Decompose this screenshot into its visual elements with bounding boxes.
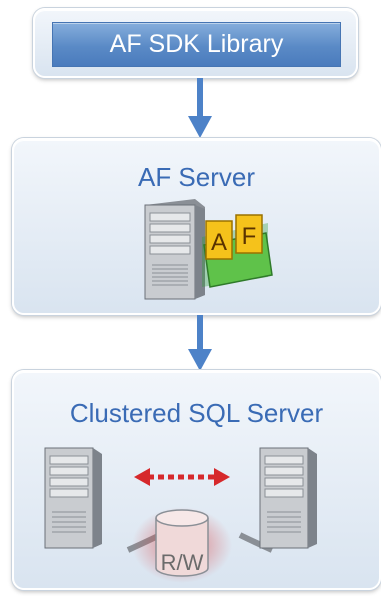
right-server-icon <box>259 447 317 549</box>
storage-label: R/W <box>161 550 204 575</box>
af-badge-letter-a: A <box>211 229 227 256</box>
replication-arrow-icon <box>134 468 230 486</box>
flow-arrow-server-to-cluster <box>188 315 212 371</box>
af-server-title: AF Server <box>137 162 256 192</box>
clustered-sql-server-title: Clustered SQL Server <box>69 398 324 428</box>
af-server-graphic: A F <box>144 199 273 300</box>
af-sdk-library-box: AF SDK Library <box>52 22 341 67</box>
cluster-graphic: R/W <box>44 447 317 583</box>
shared-storage-icon: R/W <box>132 507 232 583</box>
af-badge-letter-f: F <box>242 223 257 250</box>
left-server-icon <box>44 447 102 549</box>
af-badge-icon: A F <box>202 214 273 288</box>
server-tower-icon <box>144 199 205 300</box>
flow-arrow-library-to-server <box>188 78 212 138</box>
